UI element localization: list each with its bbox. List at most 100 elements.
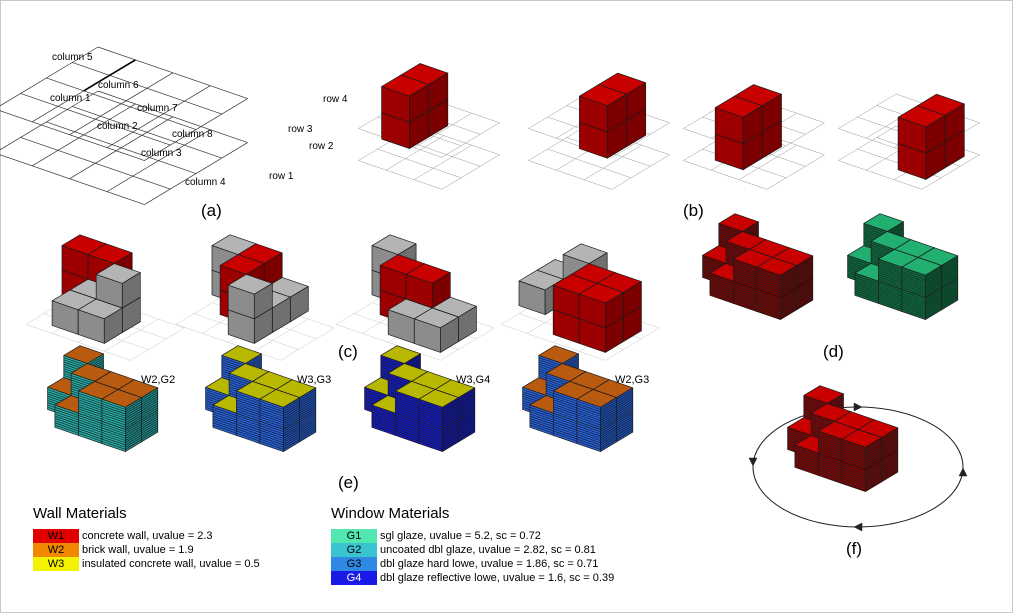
grid-line <box>377 148 462 179</box>
window-band <box>881 458 898 469</box>
massing-variant <box>358 63 500 190</box>
window-band <box>236 430 260 440</box>
window-band <box>283 410 300 421</box>
panel-d-glazing <box>702 213 959 320</box>
window-band <box>854 288 879 298</box>
window-band <box>780 276 797 287</box>
window-band <box>780 294 797 305</box>
window-band <box>442 403 459 415</box>
window-band <box>878 272 902 281</box>
window-band <box>818 435 842 444</box>
label-column-3: column 3 <box>141 148 182 159</box>
window-band <box>901 293 926 303</box>
window-band <box>54 409 79 418</box>
window-band <box>418 434 443 443</box>
window-band <box>901 291 926 300</box>
window-band <box>283 430 300 441</box>
window-band <box>418 432 443 441</box>
window-band <box>212 409 237 418</box>
window-band <box>756 295 781 305</box>
grid-line <box>441 154 500 190</box>
window-band <box>780 285 797 296</box>
window-band <box>733 261 757 270</box>
window-band <box>283 426 300 437</box>
window-band <box>418 414 443 424</box>
window-band <box>395 410 419 420</box>
label-column-5: column 5 <box>52 52 93 63</box>
window-band <box>941 288 958 300</box>
window-band <box>101 427 126 437</box>
wall-swatch-w1: W1 <box>33 529 79 543</box>
window-band <box>259 434 284 443</box>
window-band <box>125 410 142 421</box>
window-band <box>794 460 819 470</box>
window-band <box>576 414 601 424</box>
window-band <box>212 422 237 432</box>
window-band <box>576 425 601 435</box>
window-band <box>756 284 781 294</box>
material-variant <box>47 345 159 452</box>
window-band <box>881 434 898 445</box>
window-band <box>442 430 459 441</box>
window-band <box>600 432 617 443</box>
window-band <box>616 414 633 425</box>
grid-line <box>528 125 587 161</box>
window-band <box>78 426 102 435</box>
window-band <box>941 257 958 269</box>
window-band <box>796 273 813 284</box>
window-band <box>442 437 459 448</box>
window-band <box>442 406 459 417</box>
window-band <box>205 389 230 398</box>
window-band <box>387 375 412 384</box>
window-band <box>529 413 554 423</box>
grid-line <box>358 160 443 190</box>
window-band <box>780 302 797 314</box>
window-band <box>418 440 443 450</box>
window-band <box>371 424 396 434</box>
window-band <box>841 445 866 455</box>
window-band <box>125 415 142 426</box>
window-swatch-g1: G1 <box>331 529 377 543</box>
grid-line <box>175 324 281 361</box>
window-band <box>925 307 942 318</box>
window-band <box>259 429 284 439</box>
window-band <box>941 275 958 286</box>
window-band <box>299 396 316 407</box>
window-band <box>259 438 284 448</box>
block-side-face <box>440 316 459 353</box>
window-band <box>576 436 601 446</box>
window-band <box>299 403 316 414</box>
window-band <box>901 269 926 278</box>
window-band <box>553 397 577 407</box>
window-band <box>141 418 158 429</box>
window-band <box>796 262 813 273</box>
window-band <box>418 423 443 432</box>
window-band <box>576 401 601 410</box>
window-band <box>395 424 419 433</box>
window-band <box>878 285 902 295</box>
block-side-face <box>605 292 624 329</box>
window-band <box>841 480 866 490</box>
panel-b-massing <box>358 63 980 190</box>
window-band <box>101 432 126 441</box>
window-band <box>600 415 617 426</box>
window-band <box>756 277 781 287</box>
rotation-arrowhead <box>853 522 863 532</box>
window-band <box>529 411 554 421</box>
window-band <box>259 412 284 421</box>
window-band <box>576 434 601 443</box>
window-band <box>863 225 888 235</box>
grid-line <box>97 46 248 99</box>
neighbor-variant <box>25 234 185 361</box>
window-band <box>787 429 812 438</box>
window-band <box>141 423 158 434</box>
window-band <box>925 276 942 287</box>
window-band <box>299 405 316 416</box>
caption-a: (a) <box>201 201 222 220</box>
window-band <box>818 472 842 482</box>
window-band <box>841 454 866 464</box>
window-band <box>78 404 102 413</box>
window-band <box>600 437 617 448</box>
window-band <box>733 300 757 310</box>
window-band <box>418 409 443 419</box>
